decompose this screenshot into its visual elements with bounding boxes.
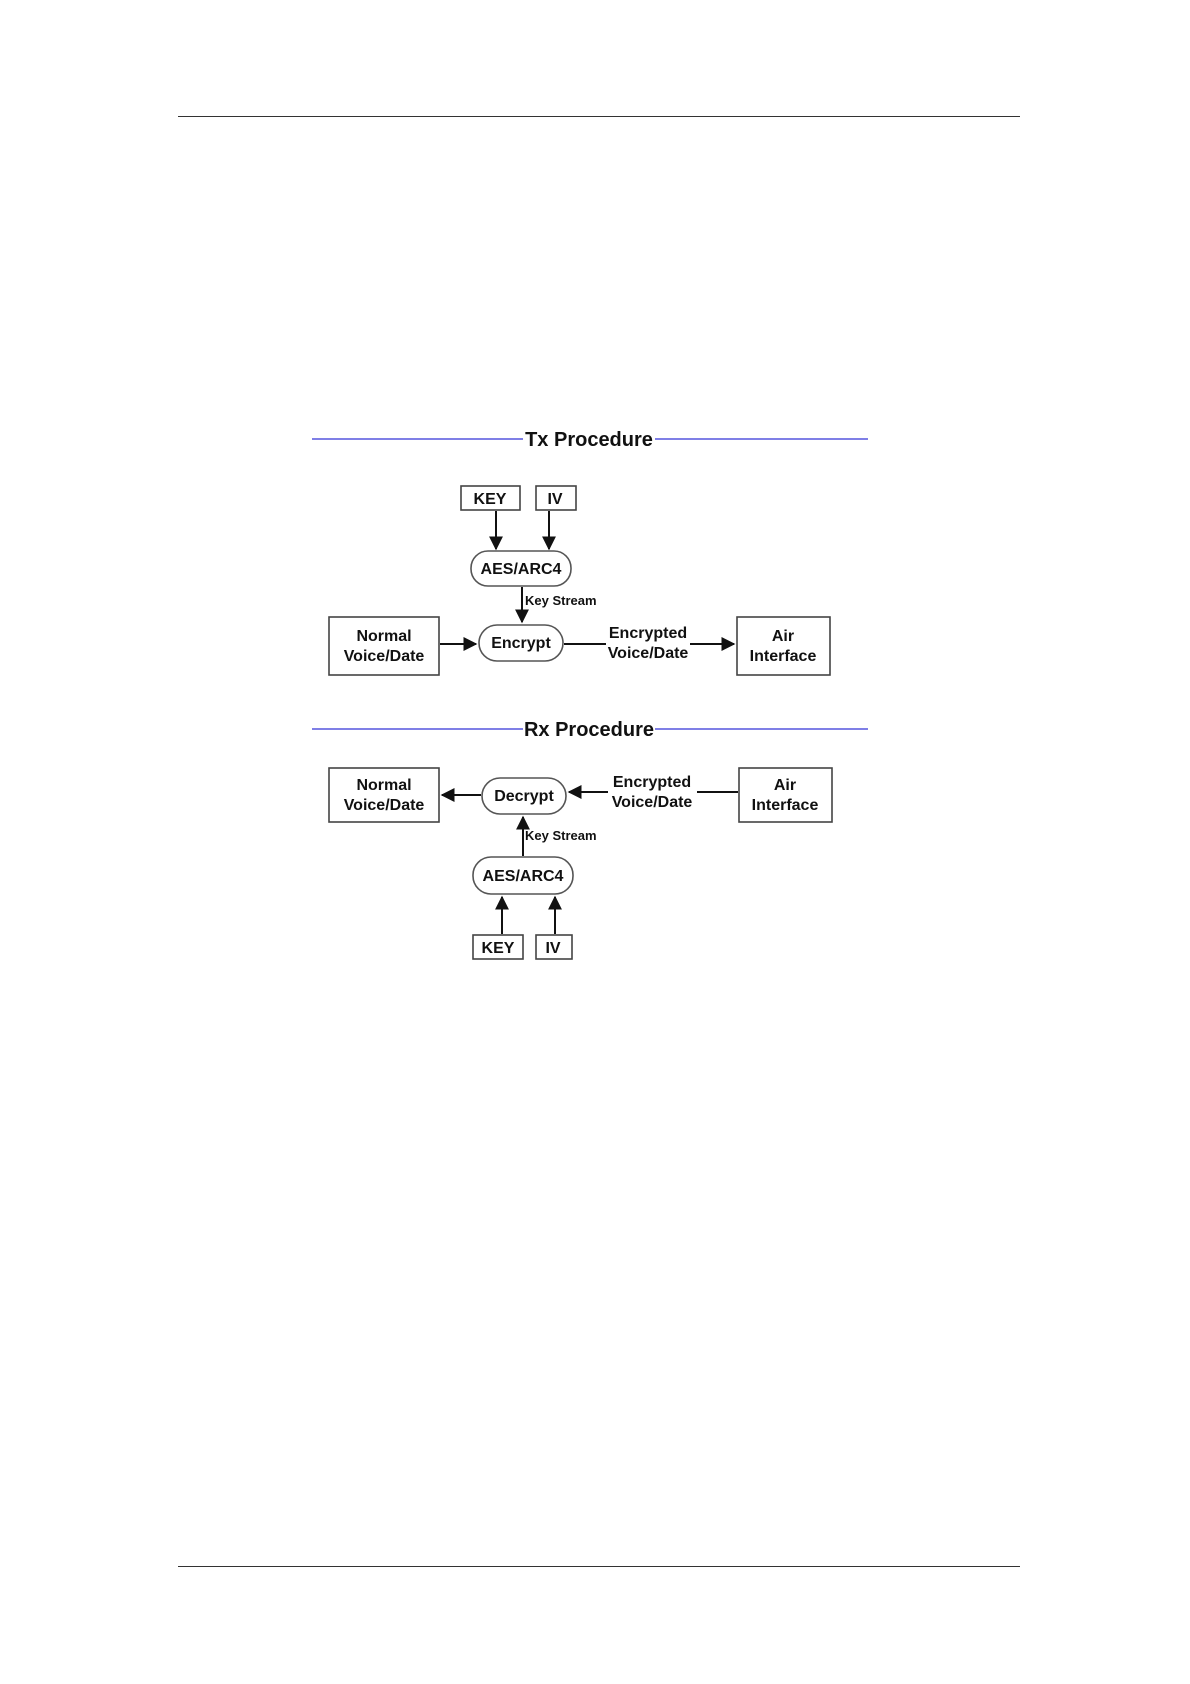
tx-input-box bbox=[329, 617, 439, 675]
rx-section: Rx Procedure Normal Voice/Date Decrypt E… bbox=[312, 719, 868, 959]
rx-decrypt-label: Decrypt bbox=[494, 788, 554, 805]
tx-cipher-label: AES/ARC4 bbox=[481, 561, 562, 578]
tx-mid-line1: Encrypted bbox=[609, 625, 687, 642]
rx-cipher-label: AES/ARC4 bbox=[483, 868, 564, 885]
rx-iv-label: IV bbox=[545, 940, 560, 957]
rx-keystream-label: Key Stream bbox=[525, 828, 597, 843]
tx-output-box bbox=[737, 617, 830, 675]
rx-output-line1: Normal bbox=[356, 777, 411, 794]
tx-input-line2: Voice/Date bbox=[344, 648, 425, 665]
tx-mid-line2: Voice/Date bbox=[608, 645, 689, 662]
rx-input-line1: Air bbox=[774, 777, 796, 794]
tx-key-label: KEY bbox=[474, 491, 507, 508]
rx-mid-line2: Voice/Date bbox=[612, 794, 693, 811]
tx-section: Tx Procedure KEY IV AES/ARC4 Key Stream … bbox=[312, 429, 868, 675]
rx-output-line2: Voice/Date bbox=[344, 797, 425, 814]
tx-output-line2: Interface bbox=[750, 648, 817, 665]
rx-input-line2: Interface bbox=[752, 797, 819, 814]
tx-title: Tx Procedure bbox=[525, 429, 653, 451]
tx-output-line1: Air bbox=[772, 628, 794, 645]
rx-title: Rx Procedure bbox=[524, 719, 654, 741]
tx-encrypt-label: Encrypt bbox=[491, 635, 551, 652]
rx-mid-line1: Encrypted bbox=[613, 774, 691, 791]
tx-keystream-label: Key Stream bbox=[525, 593, 597, 608]
rx-key-label: KEY bbox=[482, 940, 515, 957]
tx-iv-label: IV bbox=[547, 491, 562, 508]
tx-input-line1: Normal bbox=[356, 628, 411, 645]
